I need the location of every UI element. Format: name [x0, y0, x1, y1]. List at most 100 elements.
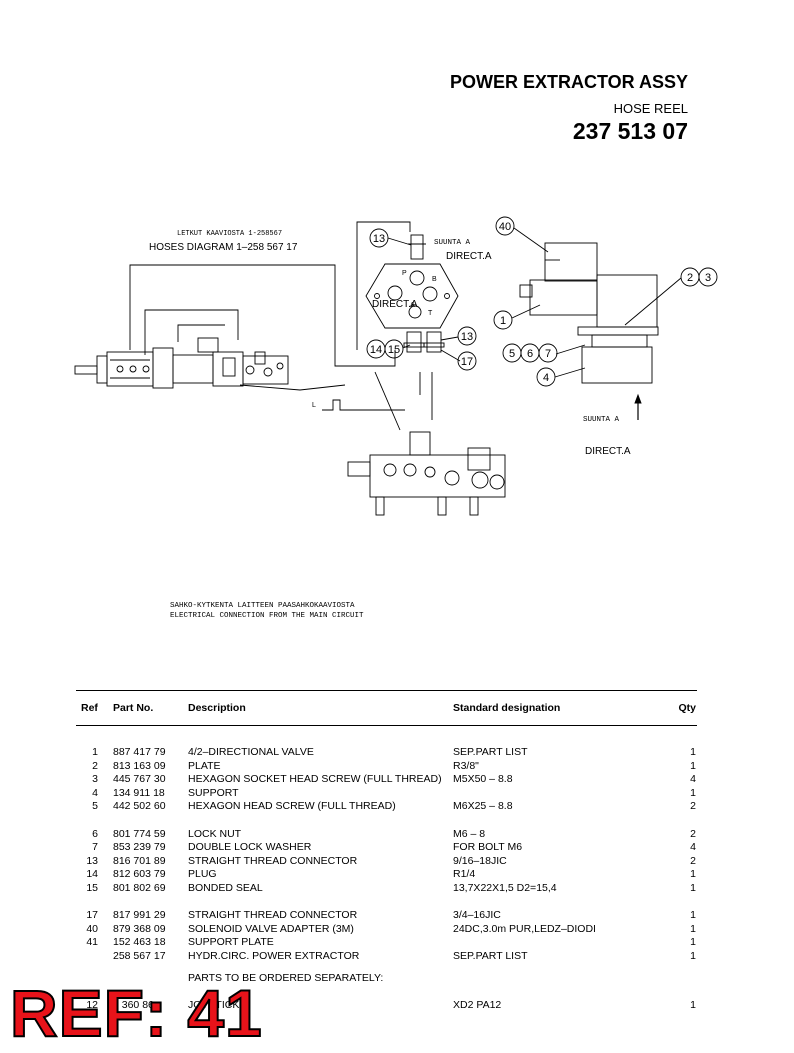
svg-text:2: 2 [687, 272, 693, 284]
direct-label-mid: DIRECT.A [372, 299, 418, 310]
cell-desc: DOUBLE LOCK WASHER [188, 841, 312, 854]
cell-qty: 2 [690, 827, 696, 840]
svg-text:17: 17 [461, 356, 473, 368]
cell-std: 24DC,3.0m PUR,LEDZ–DIODI [453, 922, 596, 935]
svg-text:40: 40 [499, 221, 511, 233]
balloon-7: 7 [538, 343, 558, 363]
cell-desc: SUPPORT PLATE [188, 936, 274, 949]
table-row: 15 801 802 69 BONDED SEAL 13,7X22X1,5 D2=15… [76, 882, 697, 896]
cell-qty: 2 [690, 800, 696, 813]
electrical-label-en: ELECTRICAL CONNECTION FROM THE MAIN CIRC… [170, 612, 364, 620]
balloon-13-right: 13 [457, 326, 477, 346]
suunta-label-top: SUUNTA A [434, 239, 471, 247]
svg-text:6: 6 [527, 348, 533, 360]
l-label: L [312, 402, 316, 409]
balloon-5: 5 [502, 343, 522, 363]
cell-ref: 41 [86, 936, 98, 949]
cell-qty: 1 [690, 949, 696, 962]
cell-std: R3/8" [453, 759, 479, 772]
header-qty: Qty [678, 702, 696, 714]
cell-qty: 1 [690, 909, 696, 922]
svg-text:13: 13 [461, 331, 473, 343]
cell-std: 3/4–16JIC [453, 909, 501, 922]
cell-desc: PLUG [188, 868, 217, 881]
cell-ref: 7 [92, 841, 98, 854]
cell-qty: 1 [690, 881, 696, 894]
cell-part: 813 163 09 [113, 759, 166, 772]
svg-text:4: 4 [543, 372, 549, 384]
balloon-14: 14 [366, 339, 386, 359]
cell-qty: 1 [690, 786, 696, 799]
balloon-13-top: 13 [369, 228, 389, 248]
cell-std: FOR BOLT M6 [453, 841, 523, 854]
cell-std: R1/4 [453, 868, 476, 881]
cell-std: 13,7X22X1,5 D2=15,4 [453, 881, 557, 894]
cell-ref: 1 [92, 746, 98, 758]
svg-text:7: 7 [545, 348, 551, 360]
table-header: Ref Part No. Description Standard design… [76, 691, 697, 725]
cell-qty: 1 [690, 999, 696, 1012]
port-p-label: P [402, 270, 407, 277]
cell-part: 853 239 79 [113, 841, 166, 854]
document-subtitle: HOSE REEL [613, 101, 688, 116]
table-row: 14 812 603 79 PLUG R1/4 1 [76, 868, 697, 882]
cell-std: M6 – 8 [453, 827, 486, 840]
cell-ref: 40 [86, 922, 98, 935]
cell-ref: 5 [92, 800, 98, 813]
header-part-no: Part No. [113, 702, 154, 714]
balloon-17: 17 [457, 351, 477, 371]
table-row: 40 879 368 09 SOLENOID VALVE ADAPTER (3M) 2… [76, 923, 697, 937]
cell-qty: 2 [690, 854, 696, 867]
cell-part: 812 603 79 [113, 868, 166, 881]
balloon-2: 2 [680, 267, 700, 287]
cell-qty: 1 [690, 936, 696, 949]
cell-part: 258 567 17 [113, 949, 166, 962]
table-top-rule [76, 690, 697, 691]
cell-part: 445 767 30 [113, 773, 166, 786]
cell-ref: 13 [86, 854, 98, 867]
svg-text:15: 15 [388, 344, 400, 356]
cell-desc: 4/2–DIRECTIONAL VALVE [188, 746, 314, 758]
hoses-label-en: HOSES DIAGRAM 1–258 567 17 [149, 242, 298, 253]
cell-ref: 14 [86, 868, 98, 881]
cell-desc: HEXAGON SOCKET HEAD SCREW (FULL THREAD) [188, 773, 442, 786]
cell-qty: 1 [690, 868, 696, 881]
suunta-label-bottom: SUUNTA A [583, 416, 620, 424]
cell-qty: 4 [690, 773, 696, 786]
electrical-label-fi: SAHKO-KYTKENTA LAITTEEN PAASAHKOKAAVIOST… [170, 602, 355, 610]
cell-desc: SOLENOID VALVE ADAPTER (3M) [188, 922, 354, 935]
cell-std: 9/16–18JIC [453, 854, 507, 867]
cell-desc: BONDED SEAL [188, 881, 263, 894]
cell-qty: 1 [690, 759, 696, 772]
table-header-rule [76, 725, 697, 726]
cell-part: 8 360 86 [113, 999, 154, 1012]
direct-label-bottom: DIRECT.A [585, 446, 631, 457]
cell-desc: LOCK NUT [188, 827, 242, 840]
separate-order-text: PARTS TO BE ORDERED SEPARATELY: [188, 971, 384, 984]
svg-text:3: 3 [705, 272, 711, 284]
cell-part: 801 802 69 [113, 881, 166, 894]
svg-text:13: 13 [373, 233, 385, 245]
parts-table: Ref Part No. Description Standard design… [76, 690, 697, 1013]
document-part-number: 237 513 07 [572, 118, 688, 144]
balloon-1: 1 [493, 310, 513, 330]
cell-part: 817 991 29 [113, 909, 166, 922]
cell-qty: 1 [690, 922, 696, 935]
header-standard: Standard designation [453, 702, 561, 714]
port-a-label: A [410, 302, 415, 309]
cell-part: 879 368 09 [113, 922, 166, 935]
cell-ref: 15 [86, 881, 98, 894]
cell-std: M5X50 – 8.8 [453, 773, 513, 786]
port-t-label: T [428, 310, 433, 317]
